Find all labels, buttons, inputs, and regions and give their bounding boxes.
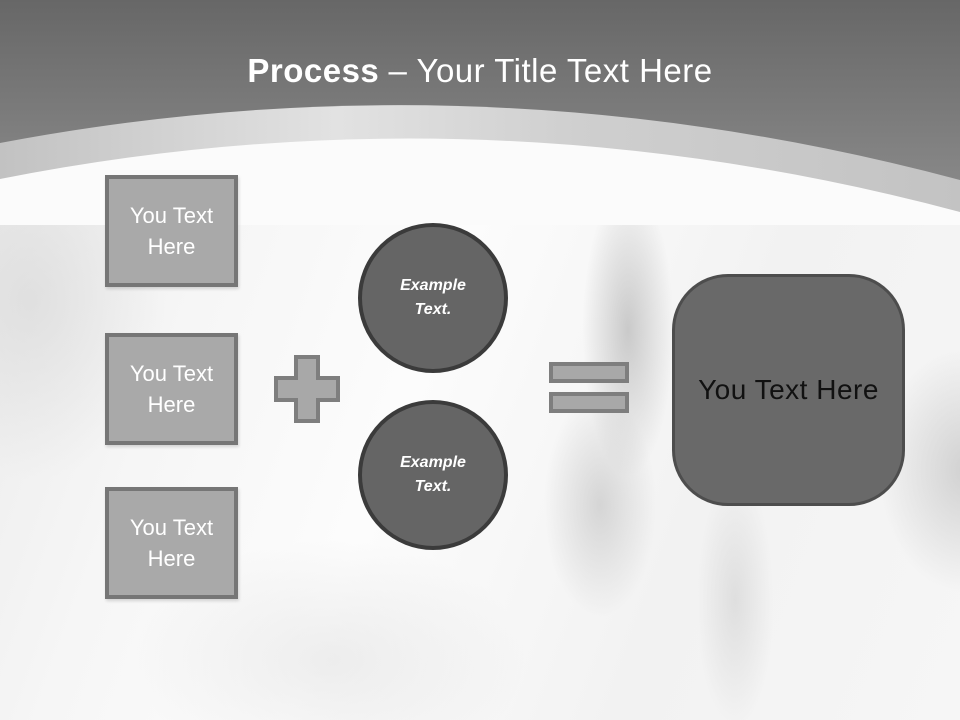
header-curve-white [0, 138, 960, 225]
input-box-3[interactable]: You Text Here [105, 487, 238, 599]
plus-icon-shape [274, 355, 340, 423]
plus-icon [274, 355, 340, 423]
example-circle-1-label: Example Text. [400, 277, 466, 318]
equals-icon [549, 362, 629, 422]
example-circle-1[interactable]: Example Text. [358, 223, 508, 373]
input-box-1[interactable]: You Text Here [105, 175, 238, 287]
input-box-3-label: You Text Here [129, 514, 214, 571]
result-box[interactable]: You Text Here [672, 274, 905, 506]
input-box-2-label: You Text Here [129, 360, 214, 417]
input-box-1-label: You Text Here [129, 202, 214, 259]
header-band [0, 0, 960, 225]
example-circle-2-label: Example Text. [400, 454, 466, 495]
equals-bar-top [549, 362, 629, 383]
equals-bar-bottom [549, 392, 629, 413]
input-box-2[interactable]: You Text Here [105, 333, 238, 445]
result-box-label: You Text Here [698, 374, 879, 405]
example-circle-2[interactable]: Example Text. [358, 400, 508, 550]
title-keyword: Process [247, 52, 380, 89]
slide-title: Process– Your Title Text Here [0, 52, 960, 90]
title-subtitle: – Your Title Text Here [388, 52, 713, 89]
